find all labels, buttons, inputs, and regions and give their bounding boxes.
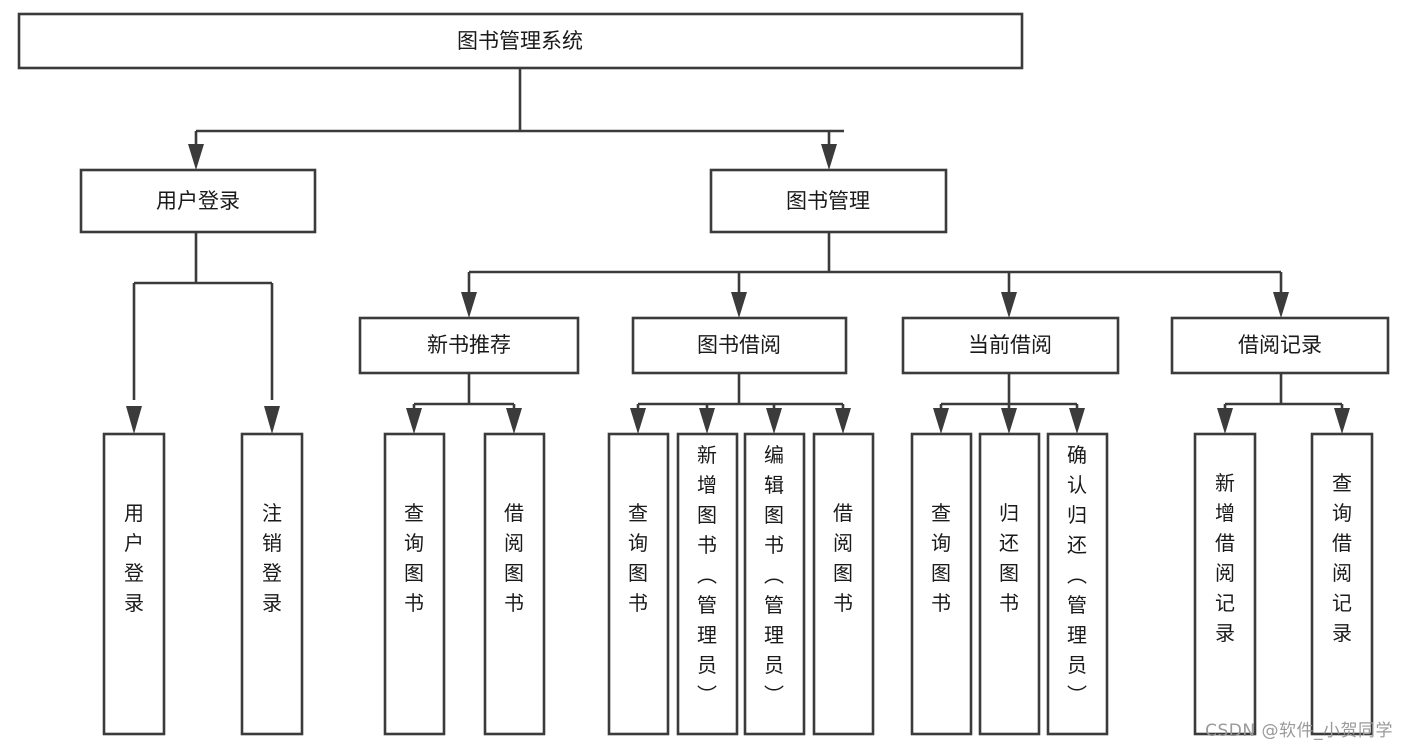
leaf-query-book-3-box[interactable] [910,432,973,736]
arrowhead-leaf-borrow-book-1 [506,408,522,434]
connector-group [126,68,1350,434]
arrowhead-leaf-query-book-3 [933,408,949,434]
node-book-manage-box[interactable] [709,168,948,234]
leaf-user-login[interactable]: 用户登录 [102,432,166,736]
leaf-query-book-2-box[interactable] [607,432,670,736]
arrowhead-newbook [461,292,477,318]
node-user-login[interactable]: 用户登录 [79,168,317,234]
node-book-borrow-label: 图书借阅 [697,333,781,357]
leaf-query-record-label: 查询借阅记录 [1332,471,1352,645]
leaf-add-record-box[interactable] [1193,432,1257,736]
leaf-return-book-label: 归还图书 [999,501,1019,615]
leaf-user-login-label: 用户登录 [124,501,144,615]
node-current-borrow-box[interactable] [901,316,1120,375]
leaf-borrow-book-2[interactable]: 借阅图书 [812,432,875,736]
leaf-query-book-3[interactable]: 查询图书 [910,432,973,736]
leaf-query-book-1[interactable]: 查询图书 [383,432,446,736]
arrowhead-leaf-return-book [1001,408,1017,434]
node-book-manage[interactable]: 图书管理 [709,168,948,234]
node-root[interactable]: 图书管理系统 [17,12,1024,70]
arrowhead-leaf-user-login [126,406,142,434]
leaf-add-record[interactable]: 新增借阅记录 [1193,432,1257,736]
arrowhead-leaf-borrow-book-2 [835,408,851,434]
node-book-borrow[interactable]: 图书借阅 [631,316,848,375]
leaf-add-book-box[interactable] [676,432,739,736]
leaf-add-record-label: 新增借阅记录 [1215,471,1235,645]
arrowhead-current [1001,292,1017,318]
arrowhead-record [1273,292,1289,318]
leaf-edit-book[interactable]: 编辑图书︵管理员︶ [743,432,806,736]
arrowhead-leaf-query-book-1 [406,408,422,434]
leaf-query-book-2[interactable]: 查询图书 [607,432,670,736]
leaf-return-book-box[interactable] [978,432,1041,736]
leaf-query-book-2-label: 查询图书 [628,501,648,615]
arrowhead-bookmanage [821,144,837,170]
leaf-confirm-return[interactable]: 确认归还︵管理员︶ [1046,432,1109,736]
leaf-borrow-book-1[interactable]: 借阅图书 [483,432,546,736]
leaf-edit-book-label: 编辑图书︵管理员︶ [764,443,784,707]
arrowhead-borrow [731,292,747,318]
arrowhead-leaf-query-book-2 [630,408,646,434]
leaf-add-book-label: 新增图书︵管理员︶ [697,443,717,707]
node-user-login-label: 用户登录 [156,189,240,213]
leaf-confirm-return-box[interactable] [1046,432,1109,736]
leaf-user-login-box[interactable] [102,432,166,736]
leaf-return-book[interactable]: 归还图书 [978,432,1041,736]
node-root-box[interactable] [17,12,1024,70]
leaf-query-record[interactable]: 查询借阅记录 [1310,432,1374,736]
node-new-book-recommend-box[interactable] [358,316,580,375]
leaf-borrow-book-2-box[interactable] [812,432,875,736]
leaf-borrow-book-1-label: 借阅图书 [504,501,524,615]
leaf-query-book-1-box[interactable] [383,432,446,736]
leaf-user-logout-box[interactable] [240,432,304,736]
node-book-borrow-box[interactable] [631,316,848,375]
arrowhead-leaf-add-record [1217,408,1233,434]
arrowhead-leaf-user-logout [264,406,280,434]
node-current-borrow[interactable]: 当前借阅 [901,316,1120,375]
leaf-add-book[interactable]: 新增图书︵管理员︶ [676,432,739,736]
leaf-query-book-1-label: 查询图书 [404,501,424,615]
leaf-query-book-3-label: 查询图书 [931,501,951,615]
leaf-user-logout-label: 注销登录 [262,501,282,615]
arrowhead-leaf-query-record [1334,408,1350,434]
leaf-query-record-box[interactable] [1310,432,1374,736]
arrowhead-leaf-add-book [699,408,715,434]
node-borrow-record[interactable]: 借阅记录 [1170,316,1390,375]
leaf-borrow-book-1-box[interactable] [483,432,546,736]
leaf-edit-book-box[interactable] [743,432,806,736]
node-borrow-record-box[interactable] [1170,316,1390,375]
leaf-confirm-return-label: 确认归还︵管理员︶ [1067,443,1087,707]
arrowhead-leaf-confirm-return [1069,408,1085,434]
arrowhead-userlogin [188,144,204,170]
node-new-book-recommend[interactable]: 新书推荐 [358,316,580,375]
node-borrow-record-label: 借阅记录 [1238,333,1322,357]
node-root-label: 图书管理系统 [457,29,583,53]
leaf-borrow-book-2-label: 借阅图书 [833,501,853,615]
node-book-manage-label: 图书管理 [786,189,870,213]
arrowhead-leaf-edit-book [766,408,782,434]
node-new-book-recommend-label: 新书推荐 [427,333,511,357]
leaf-user-logout[interactable]: 注销登录 [240,432,304,736]
node-current-borrow-label: 当前借阅 [968,333,1052,357]
node-user-login-box[interactable] [79,168,317,234]
